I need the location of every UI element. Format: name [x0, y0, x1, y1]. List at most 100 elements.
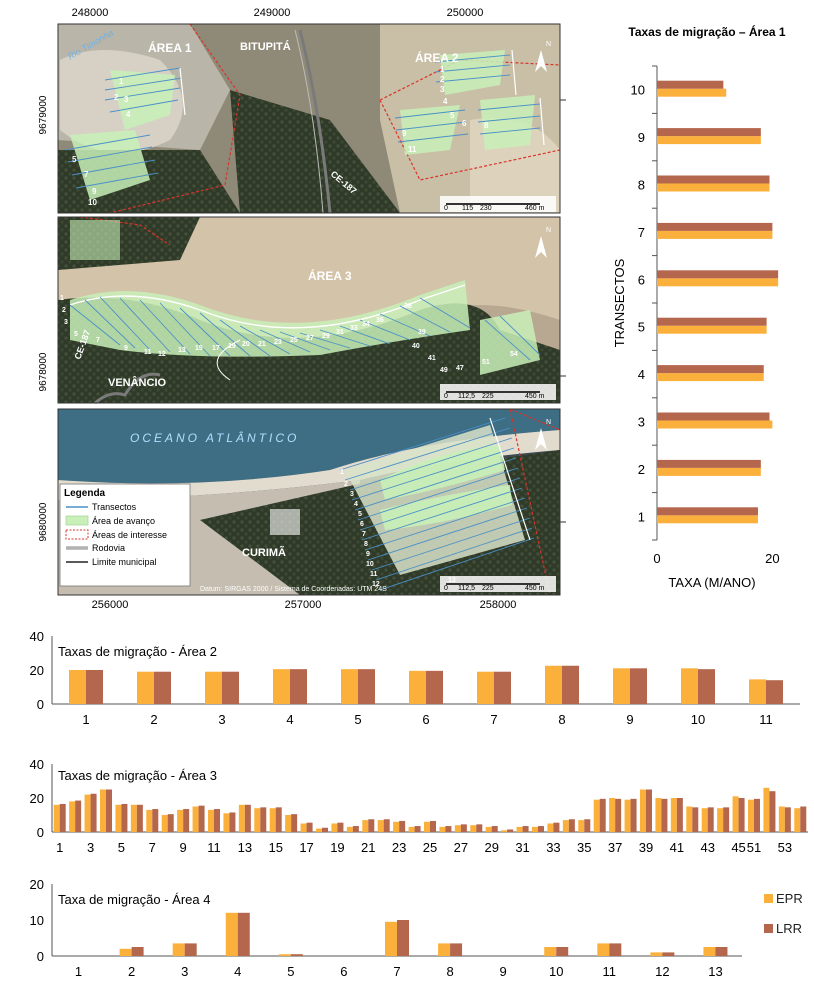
x-tick-label: 27	[454, 840, 468, 855]
bar-lrr	[553, 822, 560, 832]
bar-epr	[613, 668, 630, 704]
bar-epr	[177, 809, 184, 832]
scale-bar: 0 112,5 225 450 m	[440, 384, 556, 400]
bar-epr	[732, 796, 739, 832]
y-axis-label: TRANSECTOS	[612, 258, 627, 347]
transect-label: 49	[440, 367, 448, 374]
bar-lrr	[657, 412, 770, 421]
bar-epr	[208, 809, 214, 832]
bar-lrr	[769, 791, 776, 832]
x-axis-label: TAXA (M/ANO)	[668, 575, 755, 590]
y-tick-label: 40	[30, 757, 44, 772]
bar-epr	[657, 183, 770, 192]
bar-epr	[686, 806, 693, 832]
scale-label: 230	[480, 205, 492, 212]
transect-label: 33	[350, 325, 358, 332]
bar-epr	[477, 671, 494, 704]
legend-item-epr: EPR	[764, 888, 803, 908]
bar-epr	[597, 943, 610, 956]
x-tick-label: 53	[778, 840, 792, 855]
transect-label: 3	[350, 491, 354, 498]
bar-lrr	[491, 826, 498, 832]
x-tick-label: 41	[670, 840, 684, 855]
x-tick-label: 2	[150, 712, 157, 727]
bar-epr	[225, 912, 238, 956]
legend-label-epr: EPR	[776, 890, 803, 906]
bar-lrr	[368, 819, 375, 832]
area2-label: ÁREA 2	[415, 50, 459, 65]
x-tick-label: 6	[422, 712, 429, 727]
transect-label: 4	[126, 110, 131, 119]
x-tick-label: 8	[446, 964, 453, 979]
scale-label: 225	[482, 393, 494, 400]
bar-epr	[640, 789, 646, 832]
x-tick-label: 9	[500, 964, 507, 979]
bar-lrr	[198, 805, 205, 832]
bar-epr	[657, 136, 761, 145]
place-label-bitupita: BITUPITÁ	[240, 40, 291, 53]
bar-epr	[438, 943, 451, 956]
transect-label: 23	[274, 339, 282, 346]
bar-epr	[100, 789, 106, 832]
map-legend-item: Áreas de interesse	[92, 530, 167, 540]
transect-label: 5	[358, 511, 362, 518]
bar-epr	[545, 665, 562, 704]
map-top-tick: 250000	[447, 7, 484, 19]
bar-lrr	[214, 809, 220, 832]
bar-lrr	[507, 829, 514, 832]
transect-label: 51	[482, 359, 490, 366]
transect-label: 11	[144, 349, 152, 356]
x-tick-label: 35	[577, 840, 591, 855]
transect-label: 5	[74, 331, 78, 338]
bar-lrr	[657, 270, 779, 279]
y-tick-label: 0	[37, 825, 44, 840]
x-tick-label: 20	[765, 551, 779, 566]
x-tick-label: 8	[558, 712, 565, 727]
bar-lrr	[290, 669, 307, 704]
bar-epr	[794, 808, 801, 832]
bar-lrr	[383, 819, 390, 832]
transect-label: 6	[462, 119, 467, 128]
x-tick-label: 7	[393, 964, 400, 979]
transect-label: 54	[510, 351, 518, 358]
bar-lrr	[538, 826, 544, 832]
transect-label: 3	[440, 85, 445, 94]
transect-label: 9	[402, 129, 407, 138]
bar-lrr	[562, 665, 579, 704]
bar-lrr	[291, 814, 298, 832]
transect-label: 8	[484, 121, 489, 130]
bar-epr	[223, 813, 230, 832]
bar-lrr	[692, 807, 699, 832]
bar-lrr	[237, 912, 250, 956]
bar-lrr	[609, 943, 622, 956]
north-label: N	[546, 419, 551, 426]
bar-lrr	[657, 175, 770, 184]
transect-label: 19	[228, 343, 236, 350]
bar-lrr	[715, 947, 728, 956]
transect-label: 21	[258, 341, 266, 348]
bar-epr	[578, 820, 585, 832]
north-arrow: N	[535, 41, 551, 72]
bar-epr	[501, 830, 508, 832]
transect-label: 1	[119, 77, 124, 86]
y-tick-label: 2	[638, 462, 645, 477]
bar-epr	[341, 669, 358, 704]
transect-label: 34	[362, 321, 370, 328]
bar-lrr	[784, 807, 791, 832]
bar-epr	[778, 806, 785, 832]
scale-label: 115	[462, 205, 473, 212]
bar-lrr	[275, 807, 282, 832]
x-tick-label: 11	[603, 964, 617, 979]
bar-epr	[470, 825, 477, 832]
bar-lrr	[260, 807, 267, 832]
x-tick-label: 6	[340, 964, 347, 979]
bar-epr	[273, 669, 290, 704]
transect-label: 12	[158, 351, 166, 358]
bar-epr	[269, 808, 276, 832]
bar-epr	[703, 947, 716, 956]
bar-epr	[516, 826, 523, 832]
x-tick-label: 13	[238, 840, 252, 855]
bar-lrr	[568, 819, 575, 832]
